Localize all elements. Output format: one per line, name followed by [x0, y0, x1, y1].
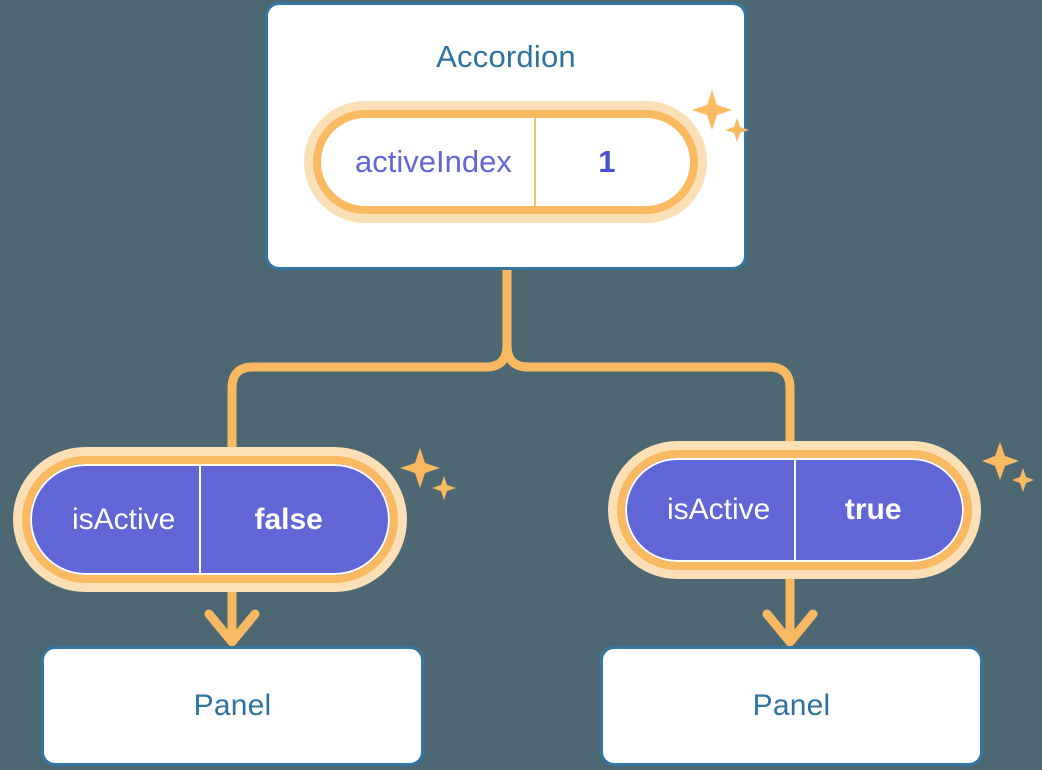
connector-right-arrow-head	[762, 609, 818, 647]
state-pill-activeindex[interactable]: activeIndex 1	[313, 110, 698, 214]
panel-title: Panel	[752, 689, 831, 722]
state-pill-value: true	[794, 460, 962, 560]
state-pill-isactive-false[interactable]: isActive false	[22, 456, 398, 583]
connector-split-left	[485, 344, 512, 372]
sparkle-icon	[982, 440, 1034, 498]
connector-split-right	[502, 344, 529, 372]
state-pill-inner: isActive false	[30, 464, 390, 575]
state-pill-key: isActive	[667, 493, 771, 526]
state-pill-key: isActive	[72, 502, 176, 536]
state-pill-isactive-true[interactable]: isActive true	[617, 450, 972, 570]
state-pill-key: activeIndex	[355, 144, 512, 179]
page-title: Accordion	[436, 39, 576, 74]
panel-title: Panel	[193, 689, 272, 722]
connector-left-arrow-head	[204, 609, 260, 647]
connector-branch-right	[524, 362, 795, 458]
connector-branch-left	[227, 362, 490, 462]
state-pill-inner: isActive true	[625, 458, 964, 562]
component-box-panel-left[interactable]: Panel	[41, 646, 424, 766]
component-box-panel-right[interactable]: Panel	[600, 646, 983, 766]
state-pill-value: 1	[533, 118, 690, 206]
state-pill-value: false	[199, 466, 388, 573]
sparkle-icon	[400, 446, 456, 506]
